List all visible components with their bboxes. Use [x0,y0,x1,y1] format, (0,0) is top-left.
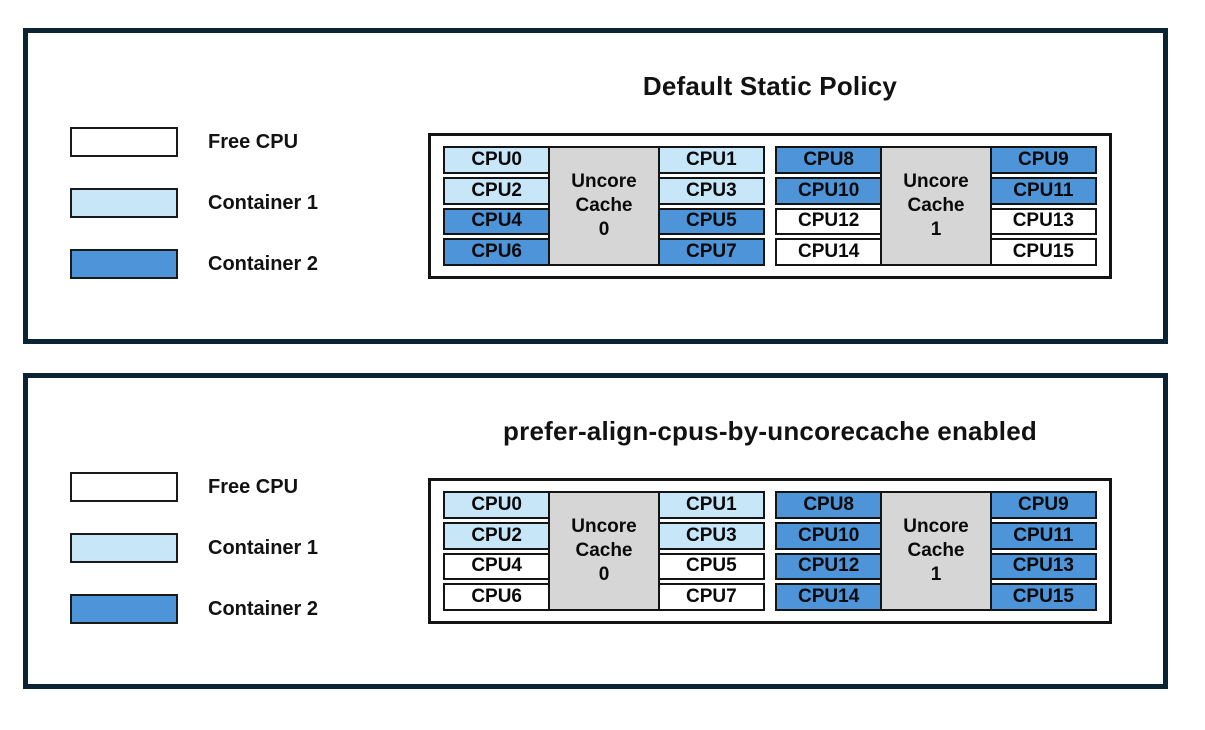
cpu-column-left: CPU0 CPU2 CPU4 CPU6 [443,491,551,611]
cpu-topology-box: CPU0 CPU2 CPU4 CPU6 Uncore Cache 0 CPU1 … [428,478,1112,624]
legend-swatch-container-1 [70,533,178,563]
cpu-cell: CPU5 [657,207,765,236]
cpu-cell: CPU2 [443,521,551,550]
legend-item-free-cpu: Free CPU [70,127,318,157]
cpu-cell: CPU1 [657,146,765,174]
cpu-cell: CPU11 [989,176,1097,205]
cpu-cell: CPU0 [443,491,551,519]
legend-label: Container 1 [208,191,319,214]
cpu-cell: CPU2 [443,176,551,205]
diagram-title: Default Static Policy [642,71,898,101]
legend-item-container-1: Container 1 [70,188,318,218]
cpu-cell: CPU13 [989,207,1097,236]
cpu-cell: CPU11 [989,521,1097,550]
legend-swatch-container-1 [70,188,178,218]
cpu-column-left: CPU8 CPU10 CPU12 CPU14 [775,146,883,266]
cpu-cell: CPU14 [775,238,883,266]
uncore-cluster-0: CPU0 CPU2 CPU4 CPU6 Uncore Cache 0 CPU1 … [443,491,765,611]
cpu-cell: CPU9 [989,491,1097,519]
cpu-column-left: CPU0 CPU2 CPU4 CPU6 [443,146,551,266]
legend-label: Container 2 [208,252,319,275]
diagram-title: prefer-align-cpus-by-uncorecache enabled [503,416,1037,446]
cpu-cell: CPU5 [657,552,765,581]
panel-default-static-policy: Default Static Policy Free CPU Container… [23,28,1168,344]
cpu-cell: CPU4 [443,207,551,236]
cpu-cell: CPU10 [775,521,883,550]
legend-label: Free CPU [208,475,299,498]
legend: Free CPU Container 1 Container 2 [70,127,318,310]
cpu-cell: CPU8 [775,146,883,174]
legend-item-container-2: Container 2 [70,594,318,624]
legend-swatch-free-cpu [70,127,178,157]
cpu-topology-box: CPU0 CPU2 CPU4 CPU6 Uncore Cache 0 CPU1 … [428,133,1112,279]
cpu-cell: CPU6 [443,583,551,611]
cpu-cell: CPU7 [657,583,765,611]
cpu-column-left: CPU8 CPU10 CPU12 CPU14 [775,491,883,611]
uncore-cluster-1: CPU8 CPU10 CPU12 CPU14 Uncore Cache 1 CP… [775,146,1097,266]
cpu-cell: CPU0 [443,146,551,174]
uncore-cluster-1: CPU8 CPU10 CPU12 CPU14 Uncore Cache 1 CP… [775,491,1097,611]
cpu-column-right: CPU9 CPU11 CPU13 CPU15 [989,491,1097,611]
cpu-cell: CPU7 [657,238,765,266]
legend-swatch-free-cpu [70,472,178,502]
legend-swatch-container-2 [70,249,178,279]
cpu-column-right: CPU1 CPU3 CPU5 CPU7 [657,146,765,266]
panel-uncorecache-enabled: prefer-align-cpus-by-uncorecache enabled… [23,373,1168,689]
legend-label: Container 2 [208,597,319,620]
cpu-cell: CPU4 [443,552,551,581]
uncore-cache-box-1: Uncore Cache 1 [880,491,992,611]
cpu-cell: CPU10 [775,176,883,205]
cpu-cell: CPU14 [775,583,883,611]
legend-item-container-1: Container 1 [70,533,318,563]
cpu-cell: CPU13 [989,552,1097,581]
cpu-cell: CPU1 [657,491,765,519]
legend-item-container-2: Container 2 [70,249,318,279]
cpu-cell: CPU9 [989,146,1097,174]
legend-label: Free CPU [208,130,299,153]
legend: Free CPU Container 1 Container 2 [70,472,318,655]
cpu-cell: CPU12 [775,552,883,581]
uncore-cluster-0: CPU0 CPU2 CPU4 CPU6 Uncore Cache 0 CPU1 … [443,146,765,266]
cpu-cell: CPU8 [775,491,883,519]
legend-item-free-cpu: Free CPU [70,472,318,502]
cpu-cell: CPU3 [657,521,765,550]
cpu-column-right: CPU1 CPU3 CPU5 CPU7 [657,491,765,611]
uncore-cache-box-0: Uncore Cache 0 [548,491,660,611]
cpu-cell: CPU3 [657,176,765,205]
legend-label: Container 1 [208,536,319,559]
cpu-cell: CPU6 [443,238,551,266]
uncore-cache-box-1: Uncore Cache 1 [880,146,992,266]
cpu-cell: CPU15 [989,583,1097,611]
legend-swatch-container-2 [70,594,178,624]
cpu-column-right: CPU9 CPU11 CPU13 CPU15 [989,146,1097,266]
cpu-cell: CPU12 [775,207,883,236]
cpu-cell: CPU15 [989,238,1097,266]
uncore-cache-box-0: Uncore Cache 0 [548,146,660,266]
